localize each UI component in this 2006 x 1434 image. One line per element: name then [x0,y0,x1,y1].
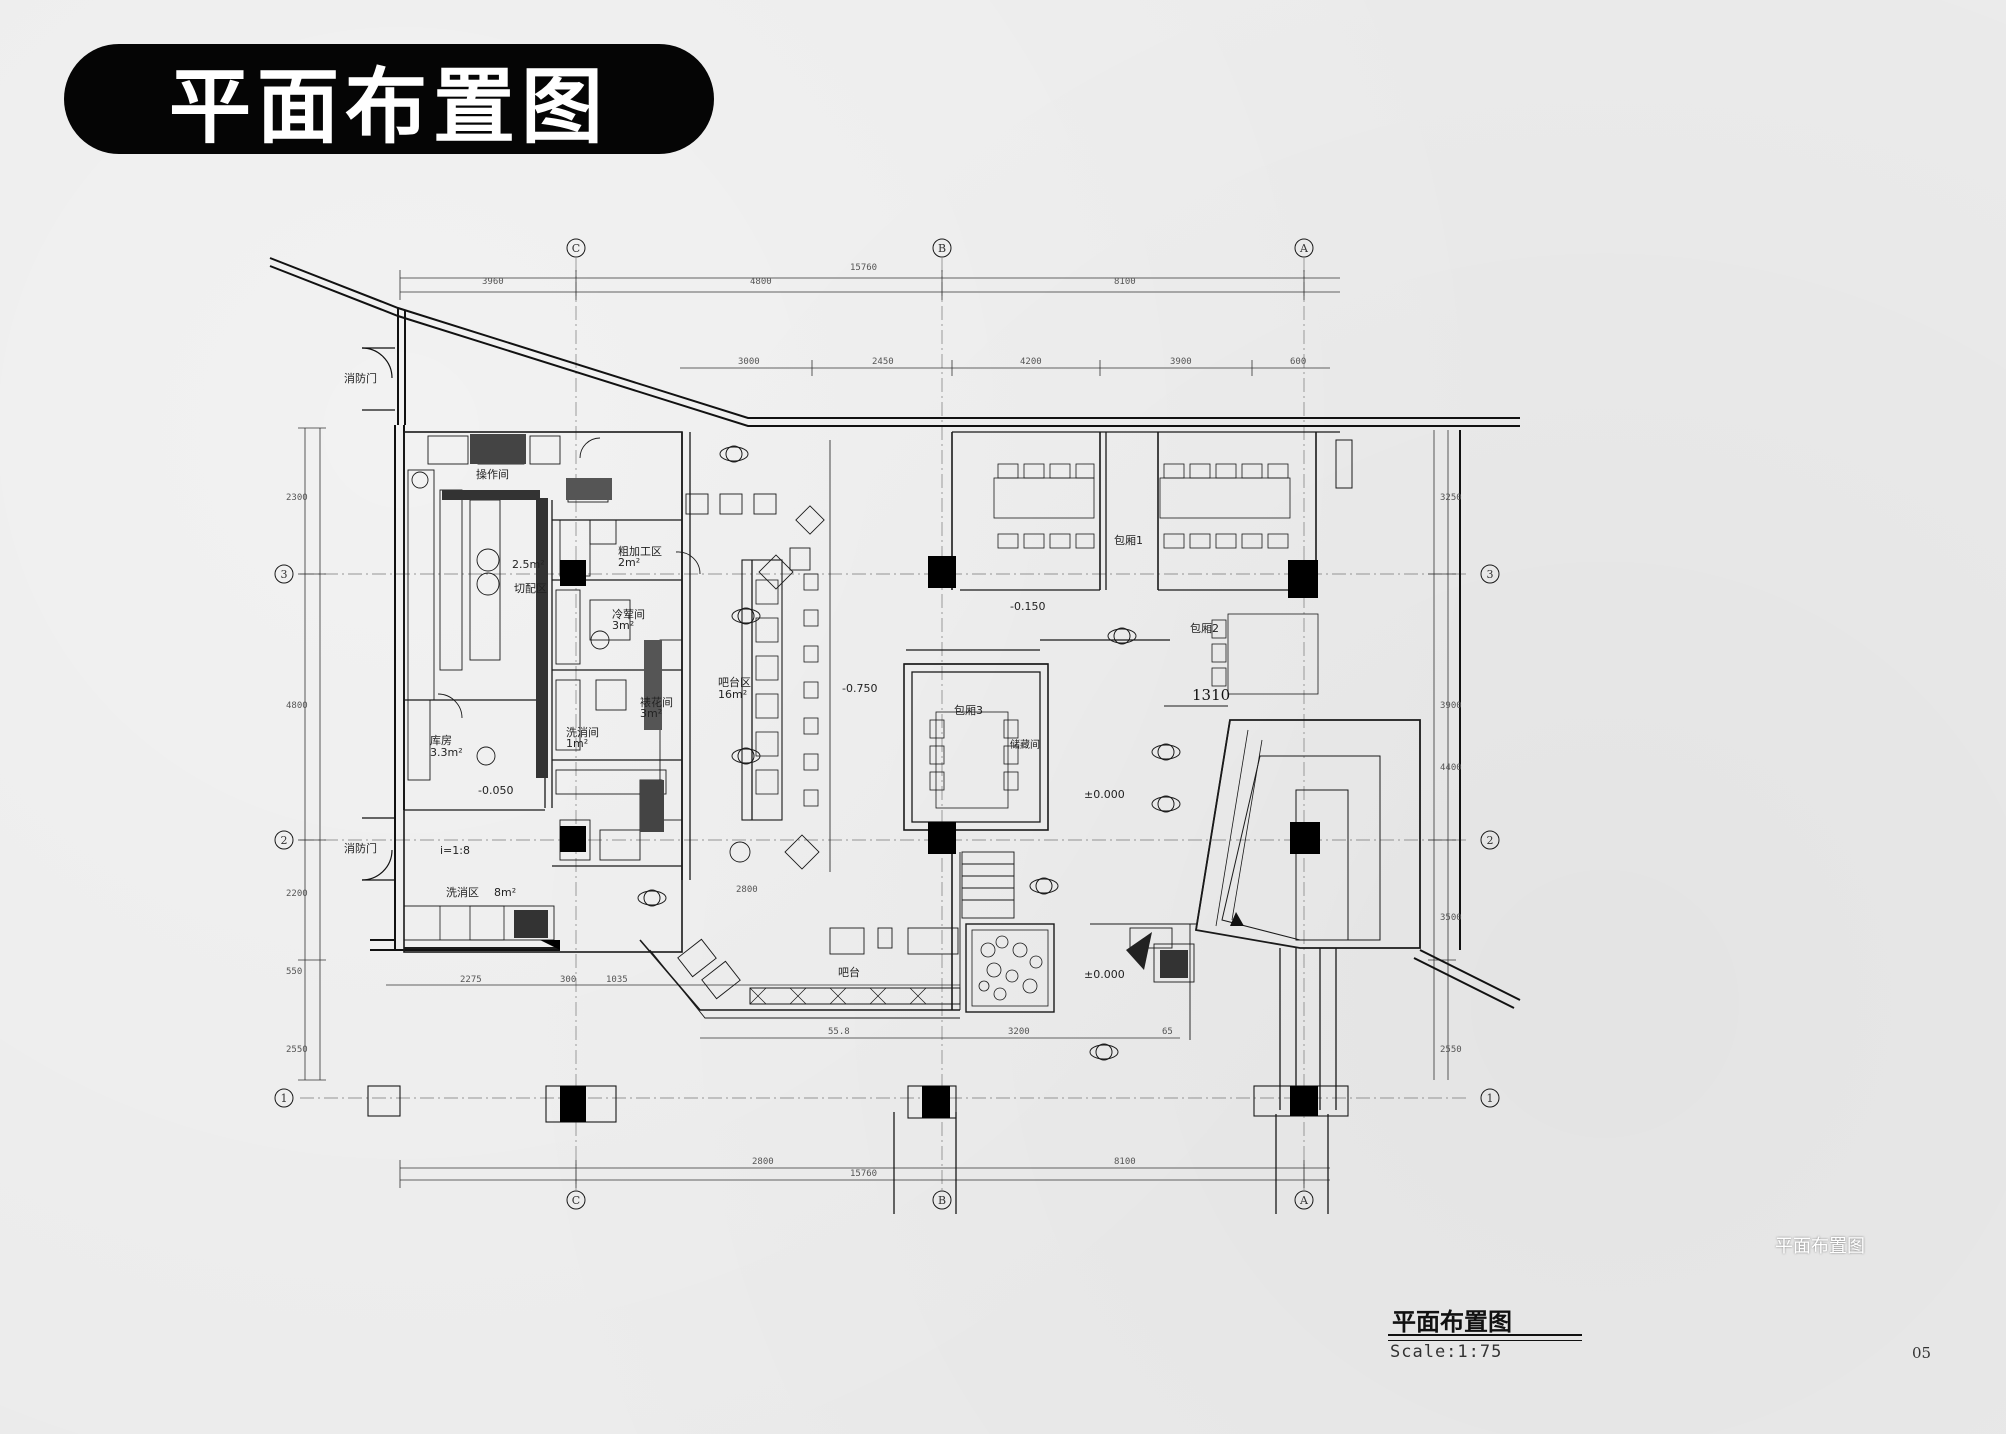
svg-text:4400: 4400 [1440,763,1462,773]
svg-text:16m²: 16m² [718,688,747,701]
axis-label-A-bottom: A [1299,1194,1309,1207]
svg-text:3500: 3500 [1440,913,1462,923]
svg-text:55.8: 55.8 [828,1027,850,1037]
axis-label-A-top: A [1299,242,1309,255]
svg-text:550: 550 [286,967,302,977]
axis-label-C-top: C [572,242,580,255]
watermark-label: 平面布置图 [1775,1236,1865,1257]
axis-label-B-bottom: B [938,1194,946,1207]
svg-text:600: 600 [1290,357,1306,367]
axis-label-2-left: 2 [281,834,288,847]
svg-text:2800: 2800 [736,885,758,895]
dim-top-total: 15760 [850,263,877,273]
svg-text:3m²: 3m² [612,619,634,632]
axis-label-B-top: B [938,242,946,255]
svg-text:3.3m²: 3.3m² [430,746,463,759]
svg-text:2550: 2550 [1440,1045,1462,1055]
dim-bottom-1: 2800 [752,1157,774,1167]
svg-text:2275: 2275 [460,975,482,985]
room-label-bar-counter: 吧台 [838,965,860,979]
elevation-bar: -0.750 [842,682,877,695]
axis-label-1-left: 1 [281,1092,288,1105]
legend-underline [1388,1334,1582,1341]
door-label-top: 消防门 [344,371,377,385]
elevation-room-1: -0.150 [1010,600,1045,613]
landscape-planter [965,923,1055,1013]
room-label-prep: 切配区 [514,582,547,595]
svg-text:3900: 3900 [1170,357,1192,367]
svg-text:3m²: 3m² [640,707,662,720]
slope-label: i=1:8 [440,844,470,857]
columns [367,439,1353,1214]
svg-text:2m²: 2m² [618,556,640,569]
axis-label-C-bottom: C [572,1194,580,1207]
dim-top-2: 4800 [750,277,772,287]
room-label-private-2: 包厢2 [1190,622,1219,635]
svg-text:3000: 3000 [738,357,760,367]
legend-title: 平面布置图 [1392,1308,1512,1336]
elevation-kitchen: -0.050 [478,784,513,797]
room-label-cold: 冷荤间 [612,608,645,621]
svg-text:3250: 3250 [1440,493,1462,503]
svg-text:4800: 4800 [286,701,308,711]
svg-text:2550: 2550 [286,1045,308,1055]
elevation-lounge: ±0.000 [1084,788,1125,801]
dimension-lines [298,270,1456,1188]
marker-1310: 1310 [1192,686,1230,704]
entrance-stairs [951,851,1015,1010]
service-counter [1090,923,1196,1040]
room-label-private-3: 包厢3 [954,704,983,717]
dim-bottom-total: 15760 [850,1169,877,1179]
room-label-operation: 操作间 [476,467,509,481]
axis-label-3-left: 3 [281,568,288,581]
private-room-3: 包厢3 [903,639,1170,831]
elevation-entrance: ±0.000 [1084,968,1125,981]
door-label-bottom: 消防门 [344,841,377,855]
room-label-wash: 洗消间 [566,725,599,739]
svg-text:2.5m²: 2.5m² [512,558,545,571]
people-figures [637,445,1181,1061]
axis-label-3-right: 3 [1487,568,1494,581]
dim-top-1: 3960 [482,277,504,287]
dim-top-3: 8100 [1114,277,1136,287]
svg-text:300: 300 [560,975,576,985]
room-label-storeroom: 储藏间 [1010,738,1040,751]
page-number: 05 [1912,1344,1932,1362]
private-room-1: 包厢1 -0.150 [951,431,1340,613]
title-banner: 平面布置图 [64,44,714,155]
svg-text:1m²: 1m² [566,737,588,750]
svg-text:2200: 2200 [286,889,308,899]
room-label-bar: 吧台区 [718,675,751,689]
staircase-ramp [1194,719,1421,1110]
room-label-pastry: 裱花间 [640,696,673,709]
axis-label-1-right: 1 [1487,1092,1494,1105]
axis-label-2-right: 2 [1487,834,1494,847]
axis-markers [274,238,1500,1210]
svg-text:3900: 3900 [1440,701,1462,711]
svg-text:1035: 1035 [606,975,628,985]
wash-counter [403,905,560,950]
kitchen-zone: 操作间 2.5m² 切配区 粗加工区 2m² 冷荤间 3m² 裱花间 3m² 洗… [403,431,701,953]
grid-lines [300,258,1470,1190]
room-label-private-1: 包厢1 [1114,534,1143,547]
svg-text:2300: 2300 [286,493,308,503]
legend-scale: Scale:1:75 [1390,1342,1503,1362]
page-title: 平面布置图 [168,59,609,155]
svg-text:3200: 3200 [1008,1027,1030,1037]
room-label-rough: 粗加工区 [618,545,662,558]
fire-door-bottom[interactable] [361,817,395,881]
dim-bottom-2: 8100 [1114,1157,1136,1167]
svg-text:2450: 2450 [872,357,894,367]
svg-text:65: 65 [1162,1027,1173,1037]
svg-text:8m²: 8m² [494,886,516,899]
room-label-washing-area: 洗消区 [446,885,479,899]
svg-text:4200: 4200 [1020,357,1042,367]
room-label-storage: 库房 [430,734,452,747]
fire-door-top[interactable] [361,347,395,411]
